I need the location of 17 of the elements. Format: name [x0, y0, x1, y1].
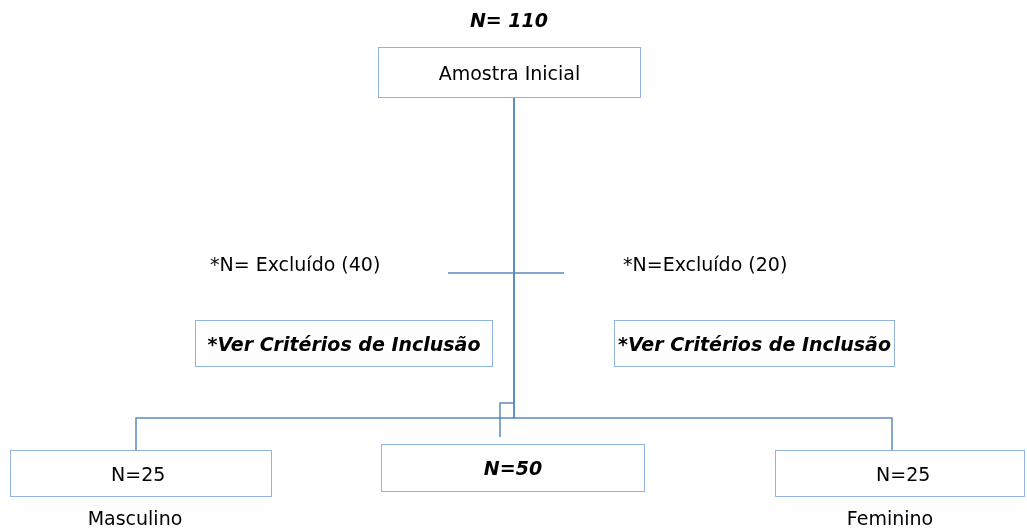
box-label: Amostra Inicial — [438, 61, 581, 84]
exclusion-note: *N= Excluído (40) — [210, 253, 381, 275]
group-caption: Feminino — [845, 507, 935, 528]
process-box — [195, 320, 493, 367]
box-label: *Ver Critérios de Inclusão — [207, 332, 481, 355]
process-box — [10, 450, 272, 497]
box-label: N=50 — [483, 457, 543, 479]
group-caption: Masculino — [86, 507, 184, 528]
process-box — [775, 450, 1025, 497]
exclusion-note: *N=Excluído (20) — [623, 253, 788, 275]
process-box — [614, 320, 895, 367]
connector-line — [513, 97, 893, 451]
process-box — [381, 444, 645, 492]
box-label: *Ver Critérios de Inclusão — [618, 332, 891, 355]
box-label: N=25 — [876, 462, 931, 485]
box-label: N=25 — [111, 462, 166, 485]
sample-size-heading: N= 110 — [468, 9, 550, 31]
